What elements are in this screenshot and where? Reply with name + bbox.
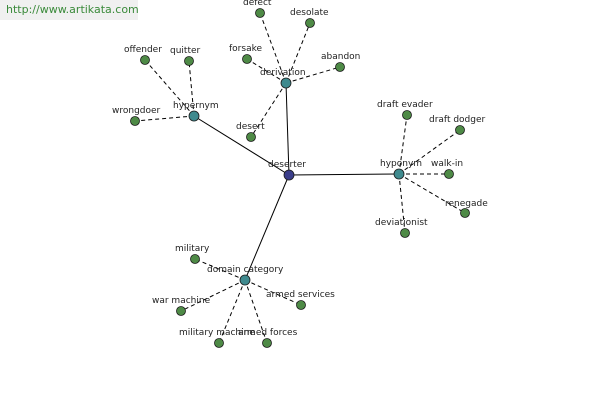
leaf-node-walk-in[interactable]: walk-in [431, 159, 463, 179]
edge-derivation-desolate [285, 22, 311, 84]
edge-hyponym-deviationist [398, 173, 406, 234]
leaf-node-offender-dot[interactable] [140, 55, 150, 65]
edge-derivation [285, 82, 290, 176]
leaf-node-forsake-dot[interactable] [242, 54, 252, 64]
edge-domain-category-military-machine [218, 279, 246, 344]
leaf-node-quitter-label[interactable]: quitter [170, 46, 201, 56]
leaf-node-draft-evader-label[interactable]: draft evader [377, 100, 433, 110]
hub-node-domain-category[interactable]: domain category [207, 265, 284, 286]
center-node-deserter-dot[interactable] [283, 169, 295, 181]
leaf-node-desert[interactable]: desert [236, 122, 265, 142]
leaf-node-military-dot[interactable] [190, 254, 200, 264]
watermark-url[interactable]: http://www.artikata.com [0, 0, 139, 20]
leaf-node-forsake-label[interactable]: forsake [229, 44, 262, 54]
edge-layer [134, 12, 466, 344]
leaf-node-desolate-dot[interactable] [305, 18, 315, 28]
leaf-node-armed-services[interactable]: armed services [266, 290, 335, 310]
hub-node-domain-category-label[interactable]: domain category [207, 265, 284, 275]
edge-domain-category-war-machine [180, 279, 246, 312]
edge-hyponym [288, 173, 400, 176]
hub-node-hypernym-label[interactable]: hypernym [173, 101, 219, 111]
leaf-node-draft-evader[interactable]: draft evader [377, 100, 433, 120]
hub-node-hypernym-dot[interactable] [188, 110, 200, 122]
leaf-node-defect[interactable]: defect [243, 0, 272, 18]
leaf-node-draft-dodger-label[interactable]: draft dodger [429, 115, 486, 125]
leaf-node-desolate-label[interactable]: desolate [290, 8, 329, 18]
edge-hypernym-wrongdoer [134, 115, 195, 122]
leaf-node-draft-evader-dot[interactable] [402, 110, 412, 120]
node-layer: offender quitter wrongdoer defect desolate fo… [112, 0, 488, 348]
edge-derivation-desert [250, 82, 287, 138]
edge-hyponym-draft-evader [398, 114, 408, 175]
hub-node-domain-category-dot[interactable] [239, 274, 251, 286]
leaf-node-military-label[interactable]: military [175, 244, 210, 254]
leaf-node-armed-forces-dot[interactable] [262, 338, 272, 348]
edge-derivation-forsake [246, 58, 287, 84]
leaf-node-quitter-dot[interactable] [184, 56, 194, 66]
leaf-node-deviationist-dot[interactable] [400, 228, 410, 238]
edge-hypernym [193, 115, 290, 176]
leaf-node-renegade[interactable]: renegade [445, 199, 488, 218]
hub-node-hyponym[interactable]: hyponym [380, 159, 422, 180]
edge-domain-category-military [194, 258, 246, 281]
leaf-node-wrongdoer-dot[interactable] [130, 116, 140, 126]
edge-hyponym-renegade [398, 173, 466, 214]
leaf-node-draft-dodger-dot[interactable] [455, 125, 465, 135]
leaf-node-war-machine-label[interactable]: war machine [152, 296, 211, 306]
center-node-deserter-label[interactable]: deserter [268, 160, 306, 170]
leaf-node-walk-in-label[interactable]: walk-in [431, 159, 463, 169]
hub-node-derivation-label[interactable]: derivation [260, 68, 306, 78]
hub-node-hyponym-label[interactable]: hyponym [380, 159, 422, 169]
leaf-node-draft-dodger[interactable]: draft dodger [429, 115, 486, 135]
leaf-node-military-machine[interactable]: military machine [179, 328, 255, 348]
leaf-node-offender-label[interactable]: offender [124, 45, 162, 55]
leaf-node-abandon[interactable]: abandon [321, 52, 360, 72]
leaf-node-renegade-label[interactable]: renegade [445, 199, 488, 209]
leaf-node-armed-services-label[interactable]: armed services [266, 290, 335, 300]
leaf-node-offender[interactable]: offender [124, 45, 162, 65]
leaf-node-military-machine-label[interactable]: military machine [179, 328, 255, 338]
leaf-node-forsake[interactable]: forsake [229, 44, 262, 64]
leaf-node-deviationist[interactable]: deviationist [375, 218, 428, 238]
center-node-deserter[interactable]: deserter [268, 160, 306, 181]
leaf-node-renegade-dot[interactable] [460, 208, 470, 218]
leaf-node-defect-label[interactable]: defect [243, 0, 272, 8]
leaf-node-defect-dot[interactable] [255, 8, 265, 18]
leaf-node-abandon-label[interactable]: abandon [321, 52, 360, 62]
leaf-node-desert-label[interactable]: desert [236, 122, 265, 132]
leaf-node-armed-services-dot[interactable] [296, 300, 306, 310]
leaf-node-military-machine-dot[interactable] [214, 338, 224, 348]
leaf-node-wrongdoer[interactable]: wrongdoer [112, 106, 161, 126]
leaf-node-abandon-dot[interactable] [335, 62, 345, 72]
leaf-node-desert-dot[interactable] [246, 132, 256, 142]
leaf-node-wrongdoer-label[interactable]: wrongdoer [112, 106, 161, 116]
hub-node-derivation[interactable]: derivation [260, 68, 306, 89]
edge-domain-category [244, 174, 290, 281]
leaf-node-war-machine-dot[interactable] [176, 306, 186, 316]
edge-hyponym-draft-dodger [398, 129, 461, 175]
hub-node-hypernym[interactable]: hypernym [173, 101, 219, 122]
hub-node-derivation-dot[interactable] [280, 77, 292, 89]
leaf-node-war-machine[interactable]: war machine [152, 296, 211, 316]
leaf-node-walk-in-dot[interactable] [444, 169, 454, 179]
leaf-node-armed-forces-label[interactable]: armed forces [238, 328, 298, 338]
edge-derivation-defect [259, 12, 287, 84]
edge-hypernym-offender [144, 59, 195, 117]
hub-node-hyponym-dot[interactable] [393, 168, 405, 180]
leaf-node-quitter[interactable]: quitter [170, 46, 201, 66]
leaf-node-armed-forces[interactable]: armed forces [238, 328, 298, 348]
edge-hypernym-quitter [188, 60, 195, 117]
edge-domain-category-armed-services [244, 279, 302, 306]
leaf-node-military[interactable]: military [175, 244, 210, 264]
edge-derivation-abandon [285, 66, 341, 84]
leaf-node-desolate[interactable]: desolate [290, 8, 329, 28]
leaf-node-deviationist-label[interactable]: deviationist [375, 218, 428, 228]
